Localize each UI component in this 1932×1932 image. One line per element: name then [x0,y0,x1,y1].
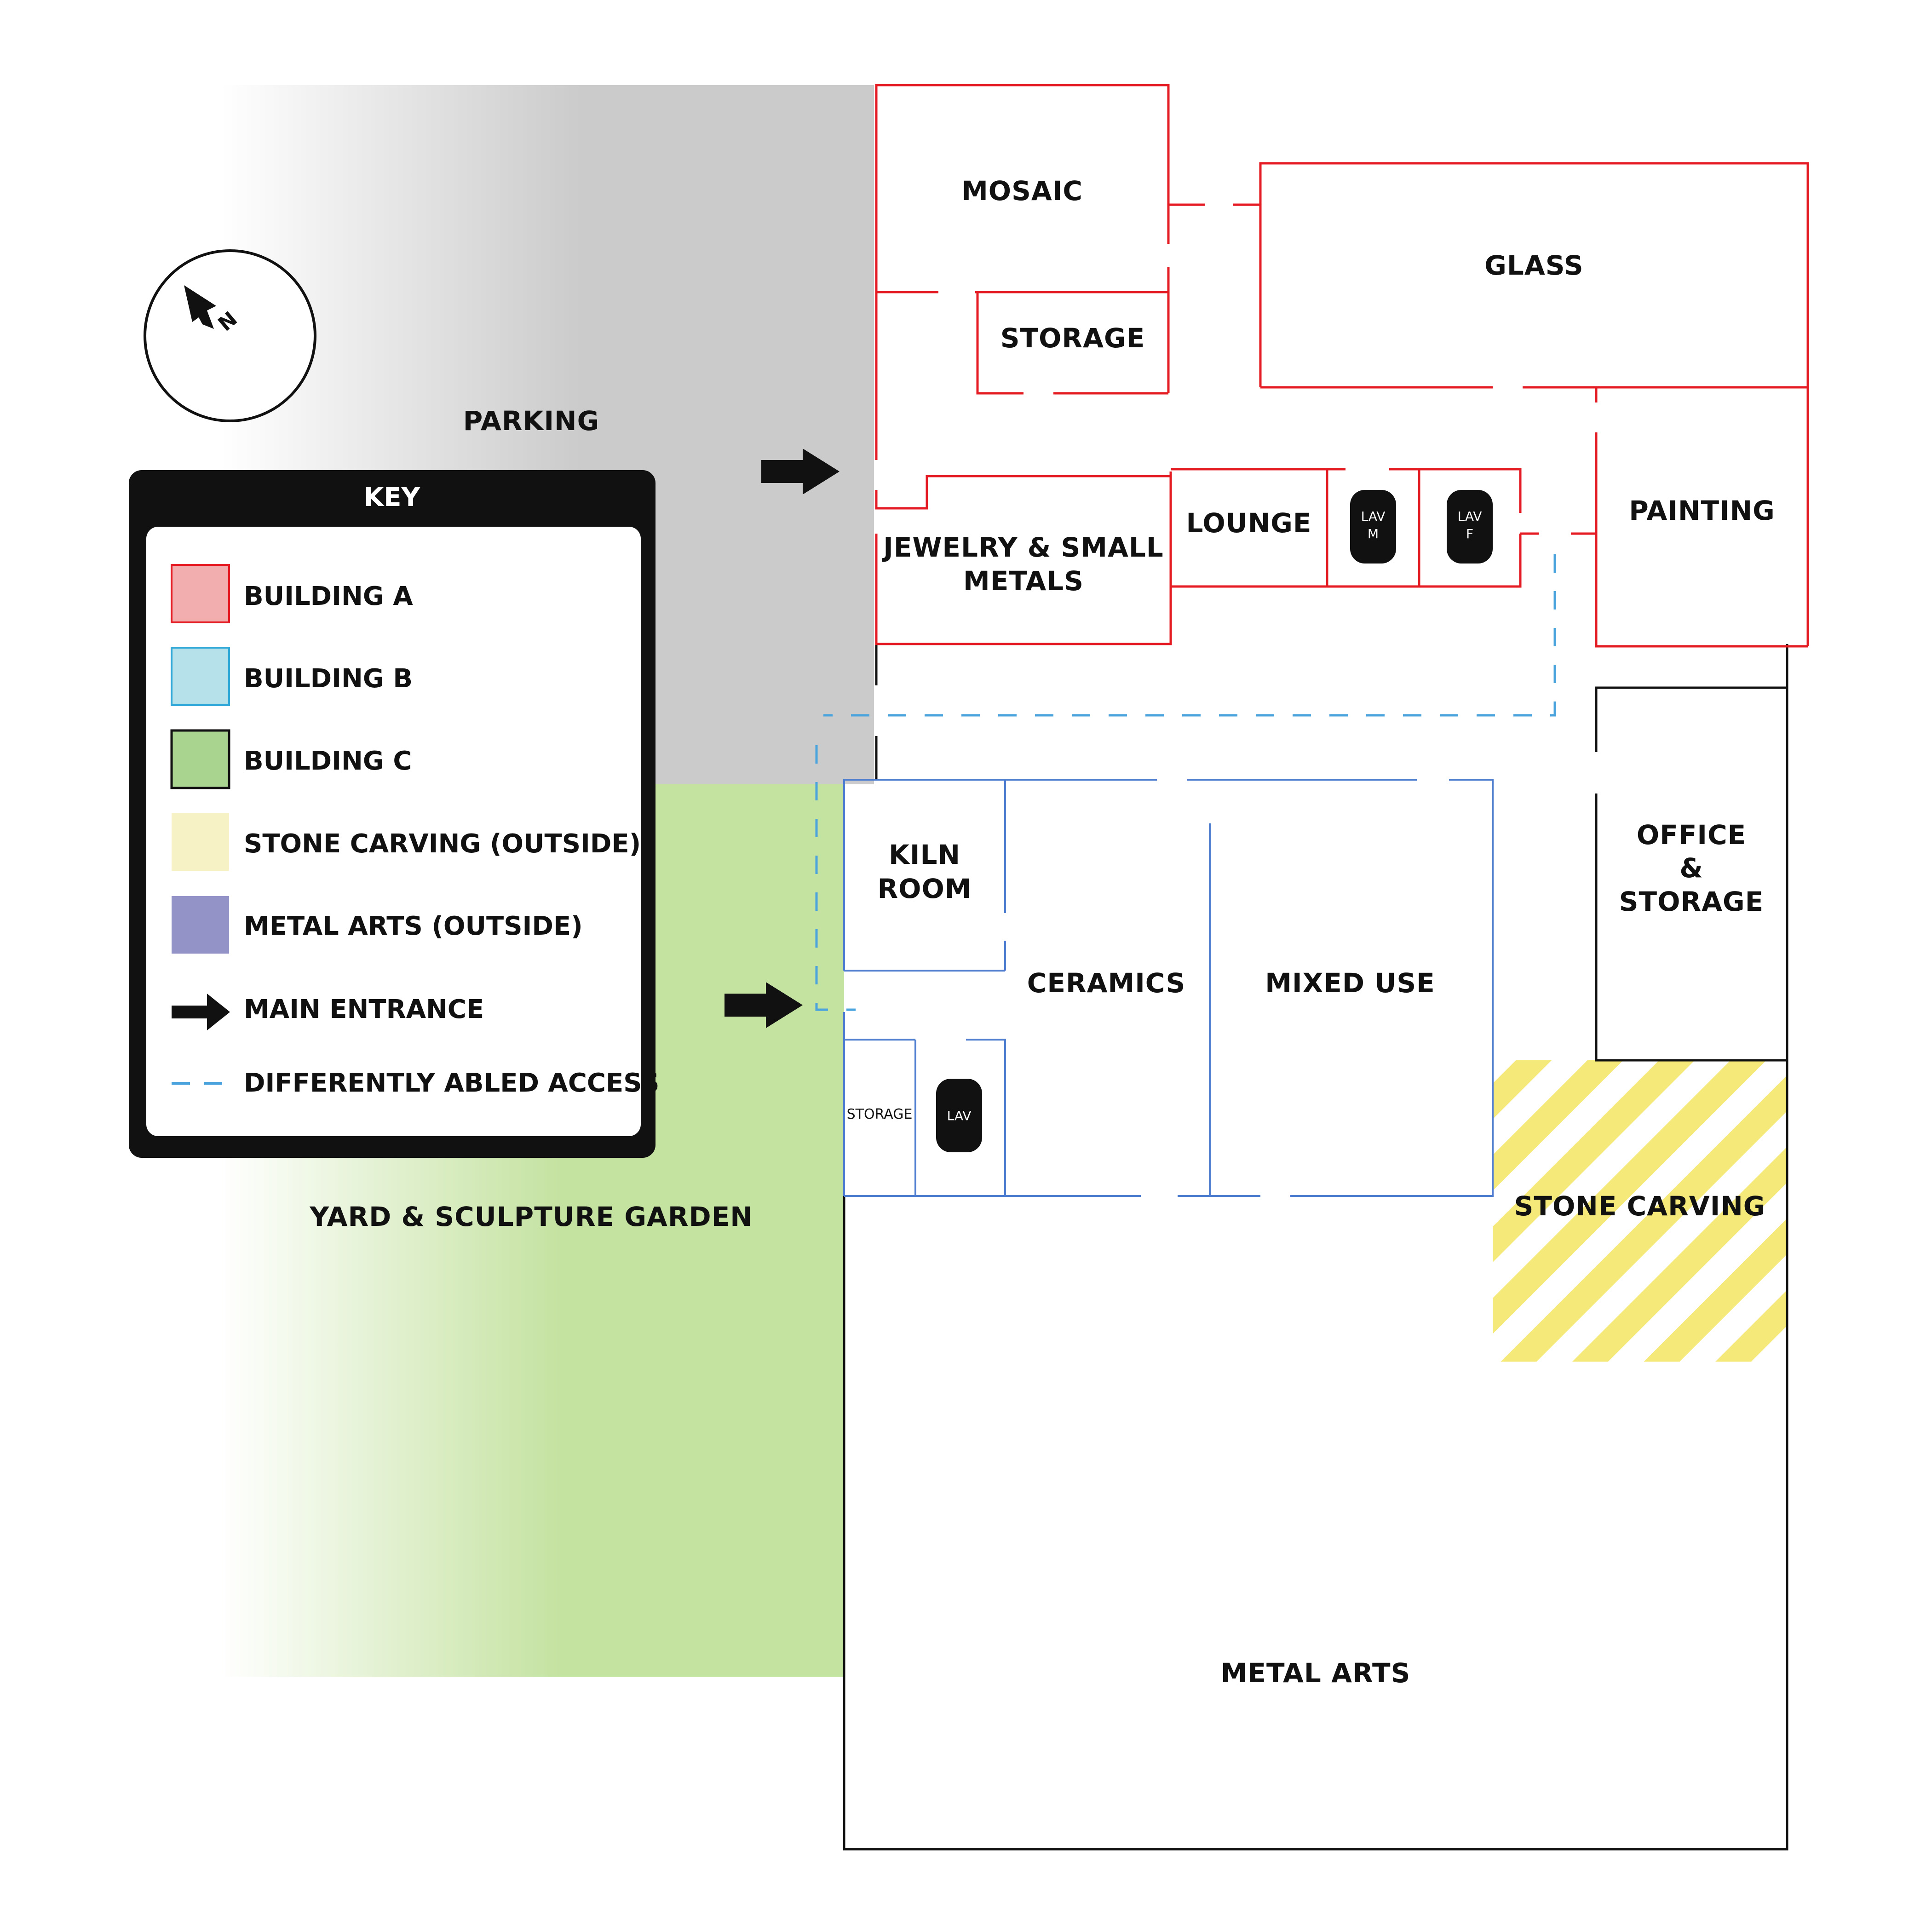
legend: KEY BUILDING A BUILDING B BUILDING C STO… [129,470,659,1158]
label-storage-b: STORAGE [847,1106,913,1122]
lav-f-icon: LAV F [1447,490,1493,564]
legend-item-stone-carving: STONE CARVING (OUTSIDE) [172,813,641,871]
lav-m-label: LAV [1361,509,1386,524]
legend-label: BUILDING C [244,746,412,776]
label-office-line2: & [1679,852,1703,884]
legend-item-metal-arts: METAL ARTS (OUTSIDE) [172,896,583,954]
label-jewelry-line2: METALS [963,565,1084,597]
legend-label: DIFFERENTLY ABLED ACCESS [244,1068,659,1098]
lav-b-icon: LAV [936,1079,982,1152]
label-stone-carving: STONE CARVING [1514,1190,1766,1222]
lav-f-label: LAV [1458,509,1482,524]
legend-label: BUILDING B [244,664,413,694]
label-jewelry-line1: JEWELRY & SMALL [881,532,1164,563]
arrow-right-icon [172,994,230,1030]
legend-label: BUILDING A [244,581,413,611]
building-c [843,644,1788,1851]
label-parking: PARKING [463,405,599,437]
label-lounge: LOUNGE [1186,507,1311,539]
legend-item-main-entrance: MAIN ENTRANCE [172,994,484,1030]
label-mixed-use: MIXED USE [1265,967,1435,999]
stone-carving-area [1493,1060,1787,1362]
lav-b-label: LAV [947,1108,972,1123]
compass: N [144,249,316,422]
legend-item-accessible-route: DIFFERENTLY ABLED ACCESS [172,1068,659,1098]
legend-title: KEY [364,483,421,512]
building-b [843,779,1494,1197]
lav-m-icon: LAV M [1350,490,1396,564]
label-yard: YARD & SCULPTURE GARDEN [309,1201,753,1232]
label-office-line1: OFFICE [1637,819,1746,851]
main-entrance-arrow-icon [761,448,840,494]
label-metal-arts: METAL ARTS [1221,1657,1411,1689]
legend-label: MAIN ENTRANCE [244,995,484,1024]
label-office-line3: STORAGE [1619,886,1764,917]
lav-f-sub: F [1466,526,1473,541]
label-mosaic: MOSAIC [961,175,1083,207]
legend-item-building-c: BUILDING C [170,729,412,789]
label-glass: GLASS [1484,250,1583,281]
label-storage-a: STORAGE [1000,322,1145,354]
label-kiln-line1: KILN [889,839,960,870]
building-a [875,84,1809,648]
label-kiln-line2: ROOM [878,873,972,904]
label-painting: PAINTING [1629,495,1775,526]
legend-label: STONE CARVING (OUTSIDE) [244,829,641,859]
legend-item-building-b: BUILDING B [171,647,413,706]
legend-label: METAL ARTS (OUTSIDE) [244,911,583,941]
main-entrance-arrow-icon [724,982,803,1028]
legend-item-building-a: BUILDING A [171,564,413,623]
lav-m-sub: M [1368,526,1379,541]
accessible-route [815,554,1556,1011]
north-arrow-icon [184,285,216,329]
label-ceramics: CERAMICS [1027,967,1185,999]
